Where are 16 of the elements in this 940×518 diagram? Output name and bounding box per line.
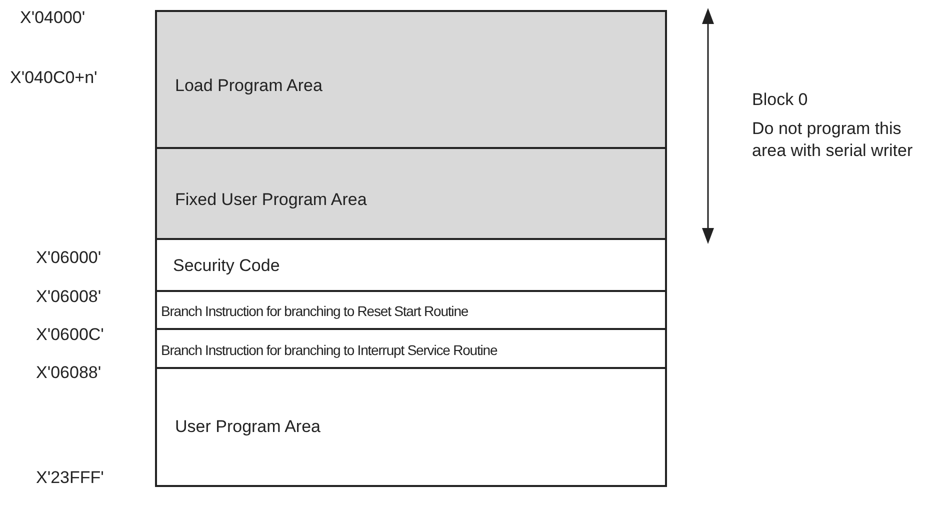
region-label: Branch Instruction for branching to Reset Start Routine [161,303,468,319]
address-label: X'040C0+n' [10,68,98,88]
address-label: X'06008' [36,287,102,307]
address-label: X'06088' [36,363,102,383]
region-label: User Program Area [175,417,320,437]
region-label: Security Code [173,256,280,276]
note-text: Do not program this area with serial writer [752,118,914,162]
address-label: X'23FFF' [36,468,104,488]
address-label: X'06000' [36,248,102,268]
memory-region [155,367,667,487]
block-label: Block 0 [752,90,808,110]
region-label: Branch Instruction for branching to Interrupt Service Routine [161,342,498,358]
address-label: X'0600C' [36,325,104,345]
region-label: Load Program Area [175,76,322,96]
address-label: X'04000' [20,8,86,28]
region-label: Fixed User Program Area [175,190,367,210]
